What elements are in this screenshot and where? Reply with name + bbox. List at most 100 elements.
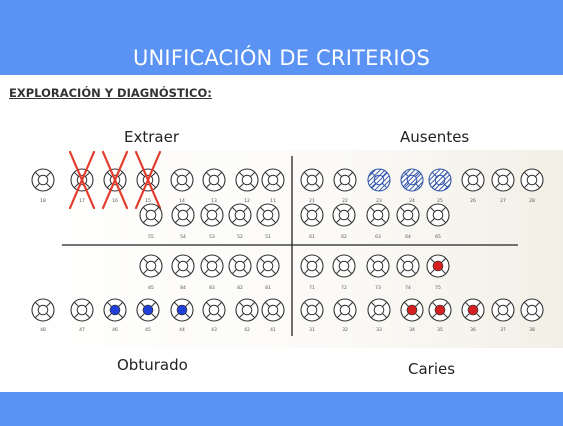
- tooth-number: 24: [409, 198, 415, 204]
- tooth-number: 27: [500, 198, 506, 204]
- tooth-number: 16: [112, 198, 118, 204]
- tooth-41: 41: [261, 298, 285, 333]
- tooth-75: 75: [426, 254, 450, 291]
- tooth-number: 32: [342, 327, 348, 333]
- tooth-74: 74: [396, 254, 420, 291]
- tooth-number: 15: [145, 198, 151, 204]
- tooth-18: 18: [31, 168, 55, 204]
- tooth-47: 47: [70, 298, 94, 333]
- tooth-27: 27: [491, 168, 515, 204]
- teeth-layer: 18 17 16 15 14 13 12 11 21 22 23 24 25 26 27 28 55 54 53 52…: [31, 150, 544, 333]
- filling-mark: [110, 305, 120, 315]
- tooth-number: 12: [244, 198, 250, 204]
- tooth-number: 83: [209, 285, 215, 291]
- tooth-84: 84: [171, 254, 195, 291]
- tooth-number: 25: [437, 198, 443, 204]
- filling-mark: [177, 305, 187, 315]
- tooth-number: 75: [435, 285, 441, 291]
- tooth-31: 31: [300, 298, 324, 333]
- tooth-63: 63: [366, 203, 390, 240]
- tooth-number: 26: [470, 198, 476, 204]
- tooth-28: 28: [520, 168, 544, 204]
- tooth-number: 65: [435, 234, 441, 240]
- caries-mark: [435, 305, 445, 315]
- label-obturado: Obturado: [117, 356, 188, 374]
- caries-mark: [407, 305, 417, 315]
- tooth-25: 25: [428, 168, 452, 204]
- tooth-38: 38: [520, 298, 544, 333]
- tooth-number: 23: [376, 198, 382, 204]
- tooth-number: 72: [341, 285, 347, 291]
- tooth-number: 54: [180, 234, 186, 240]
- tooth-21: 21: [300, 168, 324, 204]
- tooth-number: 41: [270, 327, 276, 333]
- label-extraer: Extraer: [124, 128, 179, 146]
- tooth-35: 35: [428, 298, 452, 333]
- tooth-number: 37: [500, 327, 506, 333]
- tooth-number: 62: [341, 234, 347, 240]
- tooth-73: 73: [366, 254, 390, 291]
- caries-mark: [433, 261, 443, 271]
- tooth-number: 42: [244, 327, 250, 333]
- tooth-number: 82: [237, 285, 243, 291]
- tooth-53: 53: [200, 203, 224, 240]
- tooth-54: 54: [171, 203, 195, 240]
- tooth-43: 43: [202, 298, 226, 333]
- header-band: UNIFICACIÓN DE CRITERIOS: [0, 0, 563, 75]
- tooth-26: 26: [461, 168, 485, 204]
- tooth-number: 38: [529, 327, 535, 333]
- tooth-number: 48: [40, 327, 46, 333]
- tooth-number: 33: [376, 327, 382, 333]
- filling-mark: [143, 305, 153, 315]
- tooth-48: 48: [31, 298, 55, 333]
- tooth-33: 33: [367, 298, 391, 333]
- tooth-number: 46: [112, 327, 118, 333]
- tooth-24: 24: [400, 168, 424, 204]
- tooth-number: 45: [145, 327, 151, 333]
- tooth-number: 81: [265, 285, 271, 291]
- tooth-number: 61: [309, 234, 315, 240]
- caries-mark: [468, 305, 478, 315]
- tooth-64: 64: [396, 203, 420, 240]
- tooth-number: 43: [211, 327, 217, 333]
- tooth-16: 16: [101, 150, 129, 210]
- tooth-52: 52: [228, 203, 252, 240]
- tooth-number: 17: [79, 198, 85, 204]
- tooth-number: 51: [265, 234, 271, 240]
- tooth-number: 35: [437, 327, 443, 333]
- tooth-number: 34: [409, 327, 415, 333]
- tooth-number: 53: [209, 234, 215, 240]
- tooth-number: 36: [470, 327, 476, 333]
- tooth-number: 13: [211, 198, 217, 204]
- tooth-number: 28: [529, 198, 535, 204]
- tooth-65: 65: [426, 203, 450, 240]
- tooth-14: 14: [170, 168, 194, 204]
- tooth-number: 64: [405, 234, 411, 240]
- footer-band: [0, 392, 563, 426]
- tooth-13: 13: [202, 168, 226, 204]
- tooth-82: 82: [228, 254, 252, 291]
- tooth-81: 81: [256, 254, 280, 291]
- tooth-number: 21: [309, 198, 315, 204]
- tooth-62: 62: [332, 203, 356, 240]
- tooth-number: 84: [180, 285, 186, 291]
- tooth-32: 32: [333, 298, 357, 333]
- tooth-72: 72: [332, 254, 356, 291]
- tooth-34: 34: [400, 298, 424, 333]
- tooth-number: 47: [79, 327, 85, 333]
- tooth-51: 51: [256, 203, 280, 240]
- tooth-number: 73: [375, 285, 381, 291]
- tooth-number: 11: [270, 198, 276, 204]
- tooth-number: 55: [148, 234, 154, 240]
- tooth-36: 36: [461, 298, 485, 333]
- tooth-number: 52: [237, 234, 243, 240]
- tooth-45: 45: [136, 298, 160, 333]
- tooth-11: 11: [261, 168, 285, 204]
- tooth-42: 42: [235, 298, 259, 333]
- tooth-number: 44: [179, 327, 185, 333]
- tooth-37: 37: [491, 298, 515, 333]
- tooth-22: 22: [333, 168, 357, 204]
- tooth-number: 85: [148, 285, 154, 291]
- tooth-23: 23: [367, 168, 391, 204]
